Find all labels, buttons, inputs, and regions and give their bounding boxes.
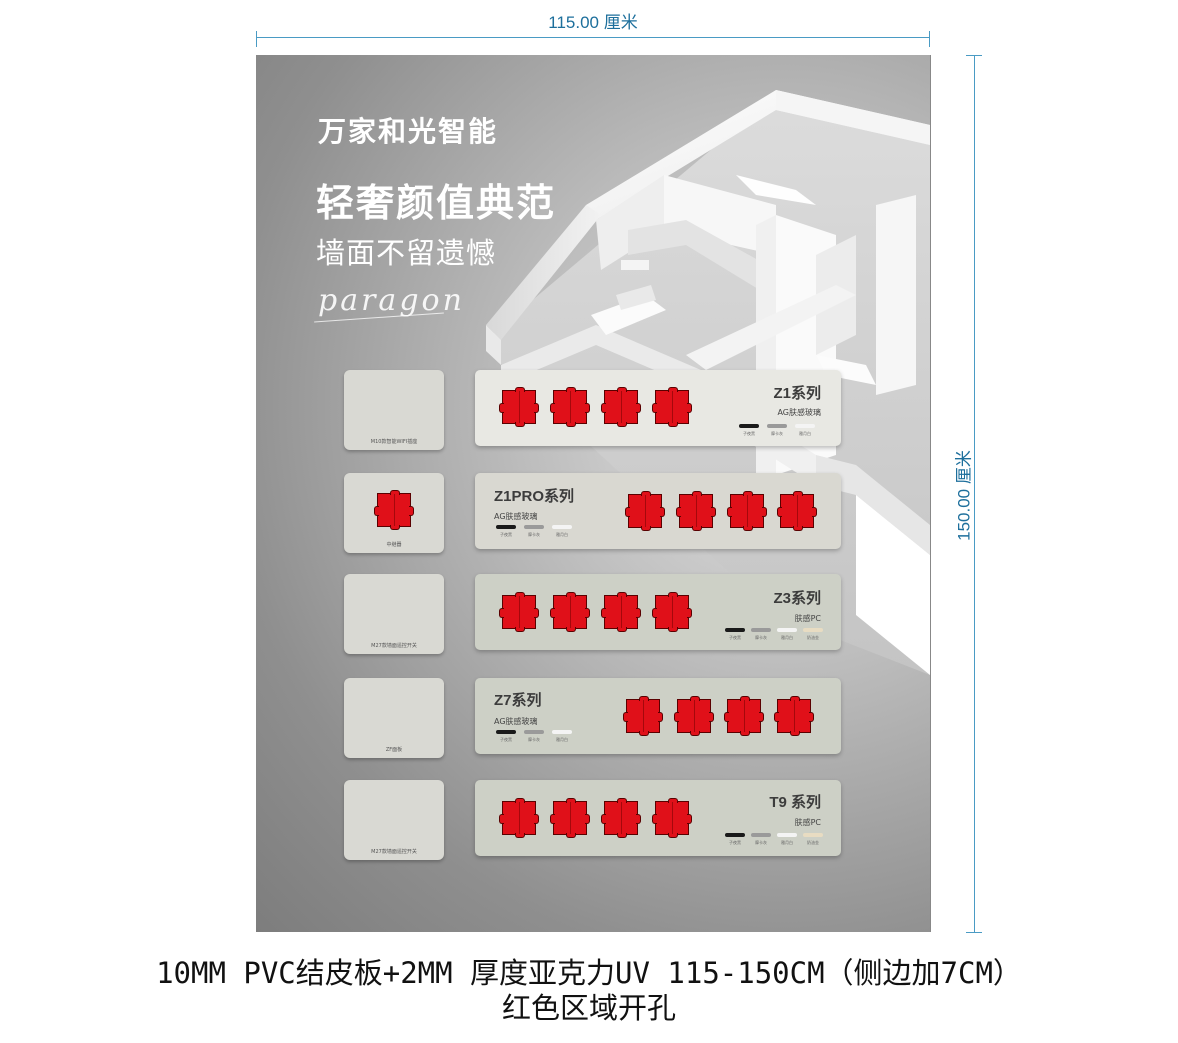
- glass-type: 肤感PC: [794, 818, 821, 827]
- display-board: 万家和光智能 轻奢颜值典范 墙面不留遗憾 paragon M10款智能WIFI插…: [256, 55, 931, 932]
- glass-type: AG肤感玻璃: [777, 408, 821, 417]
- glass-type: AG肤感玻璃: [494, 512, 538, 521]
- swatch-black: [725, 628, 745, 632]
- cutout-hole: [676, 491, 716, 531]
- swatch-label: 雅月白: [781, 840, 793, 845]
- swatch-label: 子夜黑: [500, 737, 512, 742]
- swatch-white: [552, 525, 572, 529]
- small-panel-2: 中继器: [344, 473, 444, 553]
- width-dimension-tick-right: [929, 31, 930, 47]
- swatch-label: 雅月白: [556, 737, 568, 742]
- height-dimension-tick-top: [966, 55, 982, 56]
- small-panel-caption: M27款墙面遥控开关: [371, 643, 417, 649]
- swatch-white: [777, 628, 797, 632]
- spec-line-1: 10MM PVC结皮板+2MM 厚度亚克力UV 115-150CM（侧边加7CM…: [156, 956, 1022, 990]
- swatch-grey: [751, 628, 771, 632]
- cutout-hole: [499, 387, 539, 427]
- cutout-hole: [550, 798, 590, 838]
- cutout-hole: [652, 798, 692, 838]
- swatch-label: 雅月白: [781, 635, 793, 640]
- panel-z1pro: Z1PRO系列 AG肤感玻璃 子夜黑 摩卡灰 雅月白: [475, 473, 841, 549]
- series-name: T9 系列: [769, 794, 821, 811]
- swatch-label: 奶油金: [807, 635, 819, 640]
- height-dimension-tick-bottom: [966, 932, 982, 933]
- swatch-grey: [524, 730, 544, 734]
- series-name: Z7系列: [494, 692, 542, 709]
- cutout-hole: [625, 491, 665, 531]
- cutout-hole: [550, 592, 590, 632]
- swatch-label: 子夜黑: [500, 532, 512, 537]
- swatch-black: [496, 730, 516, 734]
- panel-t9: T9 系列 肤感PC 子夜黑 摩卡灰 雅月白 奶油金: [475, 780, 841, 856]
- small-panel-5: M27款墙面遥控开关: [344, 780, 444, 860]
- swatch-label: 子夜黑: [743, 431, 755, 436]
- cutout-hole: [601, 592, 641, 632]
- cutout-hole: [652, 387, 692, 427]
- small-panel-caption: 中继器: [386, 542, 402, 548]
- subline: 墙面不留遗憾: [316, 236, 497, 270]
- small-panel-4: ZF面板: [344, 678, 444, 758]
- swatch-label: 雅月白: [799, 431, 811, 436]
- swatch-white: [795, 424, 815, 428]
- small-panel-caption: M10款智能WIFI插座: [370, 439, 418, 445]
- swatch-black: [725, 833, 745, 837]
- cutout-hole: [623, 696, 663, 736]
- cutout-hole: [777, 491, 817, 531]
- panel-z3: Z3系列 肤感PC 子夜黑 摩卡灰 雅月白 奶油金: [475, 574, 841, 650]
- width-dimension-line: [256, 37, 930, 38]
- cutout-hole: [652, 592, 692, 632]
- panel-z1: Z1系列 AG肤感玻璃 子夜黑 摩卡灰 雅月白: [475, 370, 841, 446]
- swatch-black: [739, 424, 759, 428]
- swatch-label: 摩卡灰: [755, 840, 767, 845]
- swatch-cream: [803, 628, 823, 632]
- cutout-hole: [550, 387, 590, 427]
- swatch-label: 摩卡灰: [755, 635, 767, 640]
- series-name: Z1系列: [773, 385, 821, 402]
- glass-type: 肤感PC: [794, 614, 821, 623]
- swatch-grey: [767, 424, 787, 428]
- cutout-hole: [724, 696, 764, 736]
- cutout-hole: [601, 798, 641, 838]
- small-panel-caption: M27款墙面遥控开关: [371, 849, 417, 855]
- cutout-hole: [774, 696, 814, 736]
- series-name: Z3系列: [773, 590, 821, 607]
- cutout-hole: [374, 490, 414, 530]
- swatch-label: 摩卡灰: [528, 737, 540, 742]
- cutout-hole: [499, 592, 539, 632]
- small-panel-3: M27款墙面遥控开关: [344, 574, 444, 654]
- script-wordmark: paragon: [318, 283, 465, 318]
- glass-type: AG肤感玻璃: [494, 717, 538, 726]
- swatch-label: 子夜黑: [729, 840, 741, 845]
- cutout-hole: [674, 696, 714, 736]
- height-dimension-label: 150.00 厘米: [954, 450, 974, 541]
- swatch-black: [496, 525, 516, 529]
- cutout-hole: [499, 798, 539, 838]
- headline: 轻奢颜值典范: [316, 181, 557, 225]
- swatch-white: [777, 833, 797, 837]
- swatch-label: 摩卡灰: [528, 532, 540, 537]
- swatch-label: 雅月白: [556, 532, 568, 537]
- brand-title: 万家和光智能: [318, 115, 499, 148]
- swatch-label: 摩卡灰: [771, 431, 783, 436]
- spec-line-2: 红色区域开孔: [501, 991, 676, 1025]
- swatch-label: 奶油金: [807, 840, 819, 845]
- swatch-cream: [803, 833, 823, 837]
- small-panel-caption: ZF面板: [385, 747, 403, 753]
- height-dimension-line: [974, 55, 975, 933]
- small-panel-1: M10款智能WIFI插座: [344, 370, 444, 450]
- width-dimension-label: 115.00 厘米: [548, 13, 638, 32]
- width-dimension-tick-left: [256, 31, 257, 47]
- series-name: Z1PRO系列: [494, 488, 575, 505]
- panel-z7: Z7系列 AG肤感玻璃 子夜黑 摩卡灰 雅月白: [475, 678, 841, 754]
- swatch-grey: [524, 525, 544, 529]
- cutout-hole: [601, 387, 641, 427]
- swatch-grey: [751, 833, 771, 837]
- swatch-white: [552, 730, 572, 734]
- cutout-hole: [727, 491, 767, 531]
- swatch-label: 子夜黑: [729, 635, 741, 640]
